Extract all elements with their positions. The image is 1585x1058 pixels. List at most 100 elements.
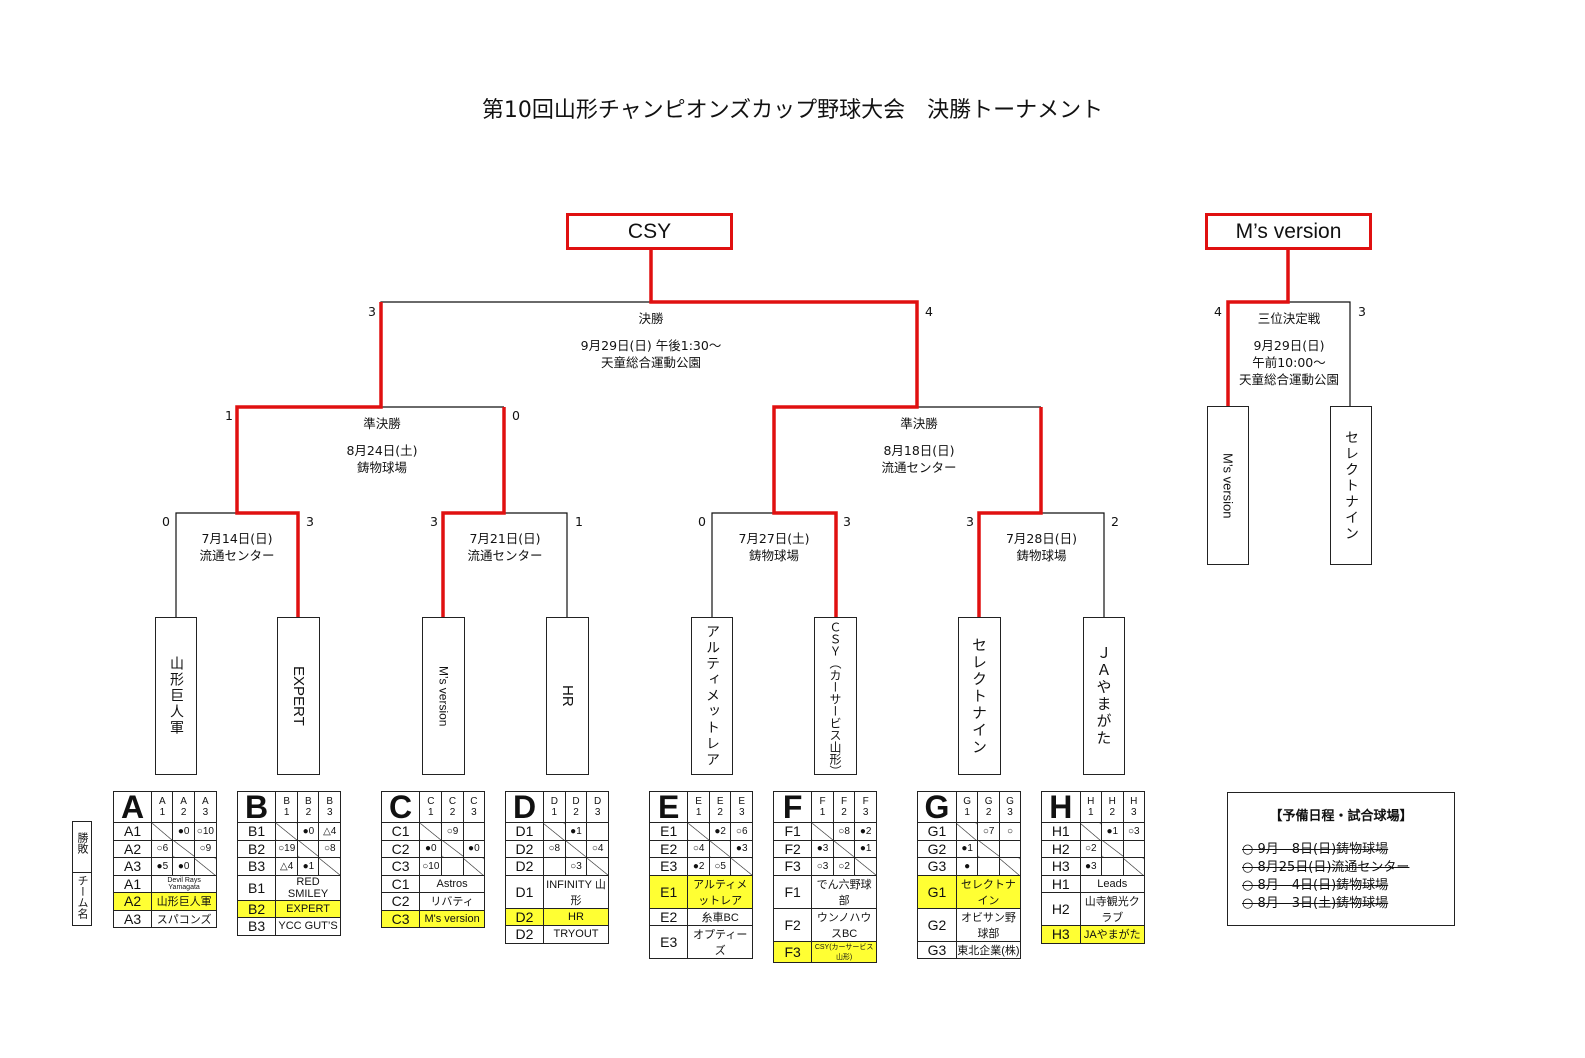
result-cell: ●2 <box>854 822 877 841</box>
group-letter: C <box>380 791 421 823</box>
result-cell: ●0 <box>419 839 443 858</box>
result-row: D2○3 <box>505 857 609 876</box>
result-row: C2●0●0 <box>380 839 486 858</box>
semi1-label: 準決勝 <box>363 416 401 431</box>
team-code: F1 <box>772 822 813 841</box>
semi2-label: 準決勝 <box>900 416 938 431</box>
group-col-header: H 1 <box>1079 791 1103 823</box>
result-cell: ○9 <box>441 822 464 841</box>
team-code: H2 <box>1041 892 1081 926</box>
diagonal-cell <box>462 857 486 876</box>
result-cell: ●1 <box>1101 822 1124 841</box>
group-letter: B <box>236 791 277 823</box>
result-cell: ○8 <box>318 839 341 858</box>
result-cell <box>977 857 1000 876</box>
diagonal-cell <box>419 822 443 841</box>
team-name-cell: オプティーズ <box>687 925 753 959</box>
semi1-red-right <box>441 407 506 618</box>
result-cell: ○3 <box>1122 822 1145 841</box>
final-label: 決勝 <box>638 311 664 326</box>
third-date: 9月29日(日) <box>1253 338 1325 353</box>
team-code: E3 <box>648 857 689 876</box>
team-code: G1 <box>917 874 957 909</box>
team-name-label-text: チーム名 <box>76 875 89 919</box>
qf2-date: 7月21日(日) <box>469 531 541 546</box>
group-letter: G <box>917 791 957 823</box>
qf1-score-left: 0 <box>162 514 170 529</box>
third-team-left: M’s version <box>1207 406 1249 565</box>
result-cell <box>1122 839 1145 858</box>
reserve-item: ○ 9月 8日(日)鋳物球場 <box>1242 842 1389 857</box>
team-code: G3 <box>917 940 957 959</box>
team-name: ＣＳＹ（カーサービス山形） <box>828 621 842 777</box>
third-time: 午前10:00～ <box>1252 355 1326 370</box>
result-cell: ○10 <box>419 857 443 876</box>
third-place-name: M’s version <box>1235 220 1342 243</box>
semi1-venue: 鋳物球場 <box>356 460 407 475</box>
group-col-header: C 2 <box>441 791 464 823</box>
result-row: A1●0○10 <box>112 822 218 841</box>
result-cell <box>441 857 464 876</box>
team-name-cell: アルティメットレア <box>687 874 753 909</box>
diagonal-cell <box>441 839 464 858</box>
third-score-left: 4 <box>1214 304 1222 319</box>
diagonal-cell <box>977 839 1000 858</box>
team-code: H2 <box>1041 839 1081 858</box>
team-code: H3 <box>1041 857 1081 876</box>
team-code: C2 <box>380 839 421 858</box>
diagonal-cell <box>811 822 834 841</box>
team-name: セレクトナイン <box>1343 429 1359 542</box>
team-code: C1 <box>380 822 421 841</box>
team-code: D1 <box>505 874 544 909</box>
final-score-right: 4 <box>925 304 933 319</box>
result-cell: ○6 <box>151 839 174 858</box>
group-col-header: F 1 <box>811 791 834 823</box>
group-letter: D <box>505 791 544 823</box>
result-row: E1●2○6 <box>648 822 753 841</box>
diagonal-cell <box>955 822 979 841</box>
result-cell: ○4 <box>687 839 710 858</box>
group-col-header: E 2 <box>708 791 732 823</box>
result-row: D2○8○4 <box>505 839 609 858</box>
result-cell: ○7 <box>977 822 1000 841</box>
team-code: B1 <box>236 822 277 841</box>
result-cell: ●1 <box>955 839 979 858</box>
team-name: HR <box>559 685 576 707</box>
diagonal-cell <box>193 857 218 876</box>
qf2-score-left: 3 <box>430 514 438 529</box>
team-name-cell: スパコンズ <box>151 909 217 928</box>
semi1-red-left <box>235 302 383 618</box>
group-col-header: F 2 <box>832 791 856 823</box>
diagonal-cell <box>730 857 753 876</box>
result-row: G1○7○ <box>917 822 1022 841</box>
team-code: C1 <box>380 874 421 893</box>
result-row: B3△4●1 <box>236 857 341 876</box>
team-code: F3 <box>772 857 813 876</box>
team-code: B2 <box>236 899 277 918</box>
result-cell <box>586 822 609 841</box>
semi1-score-right: 0 <box>512 408 520 423</box>
team-name: ＪＡやまがた <box>1094 645 1113 747</box>
result-cell: ●0 <box>297 822 320 841</box>
diagonal-cell <box>586 857 609 876</box>
qf3-venue: 鋳物球場 <box>748 548 799 563</box>
group-col-header: G 1 <box>955 791 979 823</box>
qf4-score-left: 3 <box>966 514 974 529</box>
team-name-cell: でん六野球部 <box>811 874 877 909</box>
diagonal-cell <box>854 857 877 876</box>
group-letter: A <box>112 791 153 823</box>
group-col-header: A 3 <box>193 791 218 823</box>
group-col-header: D 2 <box>564 791 588 823</box>
team-code: F2 <box>772 907 813 942</box>
team-box: ＪＡやまがた <box>1083 617 1125 775</box>
diagonal-cell <box>297 839 320 858</box>
team-name-cell: 山形巨人軍 <box>151 892 217 911</box>
